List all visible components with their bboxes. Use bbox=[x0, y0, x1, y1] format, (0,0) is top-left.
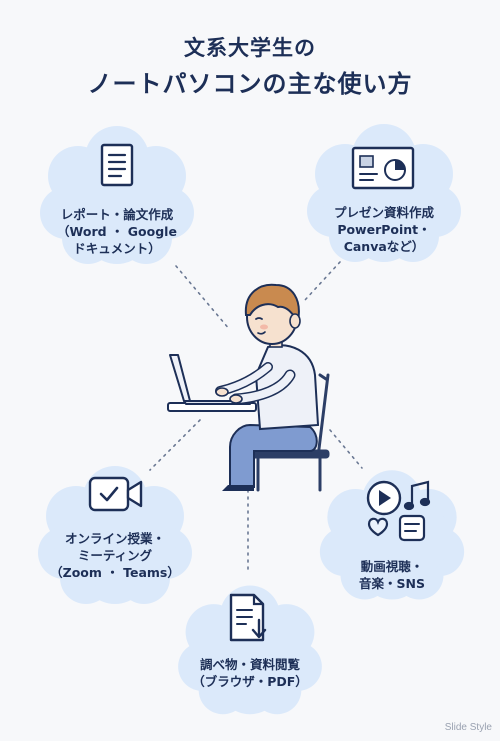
title-line-2: ノートパソコンの主な使い方 bbox=[87, 70, 413, 98]
research-label-line-2: （ブラウザ・PDF） bbox=[192, 674, 308, 689]
online-label-line-1: オンライン授業・ bbox=[64, 531, 165, 546]
connector-media bbox=[329, 429, 363, 469]
usage-media: 動画視聴・ 音楽・SNS bbox=[318, 462, 466, 604]
usage-report-writing: レポート・論文作成 （Word ・ Google ドキュメント） bbox=[38, 118, 196, 268]
connector-online bbox=[149, 419, 201, 471]
presentation-label-line-1: プレゼン資料作成 bbox=[333, 205, 434, 220]
document-icon bbox=[100, 143, 134, 187]
online-label-line-3: （Zoom ・ Teams） bbox=[50, 565, 180, 580]
report-label-line-1: レポート・論文作成 bbox=[60, 207, 174, 222]
usage-presentation: プレゼン資料作成 PowerPoint・ Canvaなど） bbox=[305, 116, 463, 266]
heart-icon bbox=[367, 517, 389, 537]
video-camera-icon bbox=[88, 476, 143, 512]
media-label-line-1: 動画視聴・ bbox=[360, 559, 424, 574]
chat-icon bbox=[398, 514, 426, 542]
music-note-icon bbox=[403, 480, 431, 511]
report-label-line-3: ドキュメント） bbox=[73, 241, 161, 256]
file-download-icon bbox=[229, 593, 267, 642]
usage-research: 調べ物・資料閲覧 （ブラウザ・PDF） bbox=[172, 578, 328, 718]
report-label-line-2: （Word ・ Google bbox=[57, 224, 177, 239]
student-illustration bbox=[167, 283, 330, 492]
legs bbox=[222, 423, 318, 491]
presentation-icon bbox=[351, 146, 415, 190]
media-label-line-2: 音楽・SNS bbox=[359, 576, 425, 591]
torso bbox=[215, 344, 320, 431]
research-label-line-1: 調べ物・資料閲覧 bbox=[199, 657, 300, 672]
watermark: Slide Style bbox=[444, 722, 492, 733]
usage-online-classes: オンライン授業・ ミーティング （Zoom ・ Teams） bbox=[36, 458, 194, 608]
presentation-label-line-2: PowerPoint・ bbox=[337, 222, 431, 237]
play-icon bbox=[366, 480, 402, 516]
title-line-1: 文系大学生の bbox=[184, 36, 316, 60]
presentation-label-line-3: Canvaなど） bbox=[343, 239, 425, 254]
head bbox=[244, 283, 301, 348]
connector-report bbox=[175, 265, 231, 331]
media-icons bbox=[366, 480, 431, 542]
connector-presentation bbox=[304, 261, 341, 301]
online-label-line-2: ミーティング bbox=[77, 548, 153, 563]
cloud-shape bbox=[38, 466, 192, 604]
